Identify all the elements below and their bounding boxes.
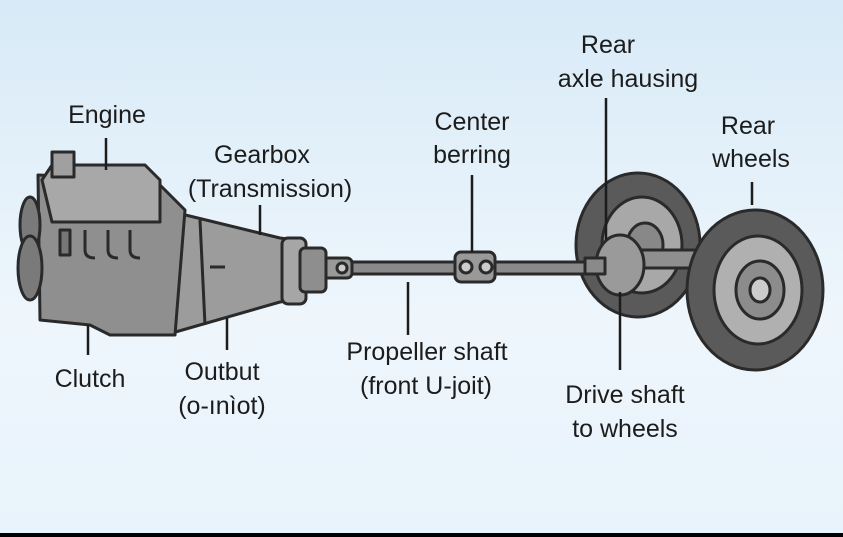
label-rear-wheels-sub: wheels <box>711 145 790 173</box>
label-center: Center <box>434 108 509 136</box>
label-rear-wheels: Rear <box>721 112 775 140</box>
label-drive-shaft: Drive shaft <box>565 381 685 409</box>
label-gearbox-sub: (Transmission) <box>188 175 352 203</box>
label-center-sub: berring <box>433 141 511 169</box>
label-gearbox: Gearbox <box>214 141 310 169</box>
label-clutch: Clutch <box>55 365 126 393</box>
label-engine: Engine <box>68 101 146 129</box>
label-rear-axle-sub: axle hausing <box>558 65 698 93</box>
gearbox <box>163 208 328 337</box>
label-rear-axle: Rear <box>581 31 635 59</box>
label-drive-shaft-sub: to wheels <box>572 415 678 443</box>
label-output-sub: (o-ınìot) <box>178 392 266 420</box>
rear-wheel-front <box>685 208 825 372</box>
label-propeller: Propeller shaft <box>346 338 507 366</box>
engine <box>16 150 187 337</box>
label-output: Outbut <box>184 358 259 386</box>
label-propeller-sub: (front U-joit) <box>360 372 492 400</box>
center-bearing <box>453 250 497 284</box>
